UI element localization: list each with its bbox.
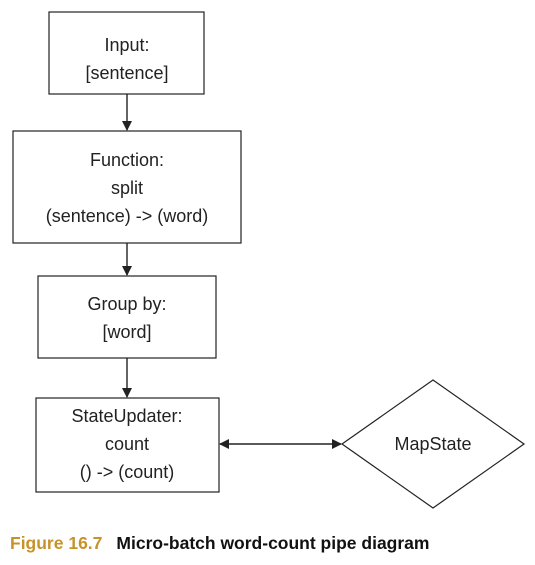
- function-node-signature: (sentence) -> (word): [46, 206, 209, 226]
- function-node-title: Function:: [90, 150, 164, 170]
- state-updater-node: StateUpdater: count () -> (count): [35, 397, 220, 493]
- input-node-value: [sentence]: [85, 63, 168, 83]
- map-state-node: MapState: [340, 379, 526, 509]
- state-updater-node-title: StateUpdater:: [71, 406, 182, 426]
- input-node: Input: [sentence]: [48, 11, 205, 95]
- function-node: Function: split (sentence) -> (word): [12, 130, 242, 244]
- state-updater-node-signature: () -> (count): [80, 462, 175, 482]
- function-node-name: split: [111, 178, 143, 198]
- figure-number: Figure 16.7: [10, 533, 103, 553]
- input-node-title: Input:: [104, 35, 149, 55]
- group-by-node-title: Group by:: [87, 294, 166, 314]
- figure-caption: Figure 16.7 Micro-batch word-count pipe d…: [10, 533, 429, 554]
- group-by-node: Group by: [word]: [37, 275, 217, 359]
- group-by-node-value: [word]: [102, 322, 151, 342]
- state-updater-node-name: count: [105, 434, 149, 454]
- figure-title: Micro-batch word-count pipe diagram: [116, 533, 430, 553]
- map-state-node-title: MapState: [394, 434, 471, 454]
